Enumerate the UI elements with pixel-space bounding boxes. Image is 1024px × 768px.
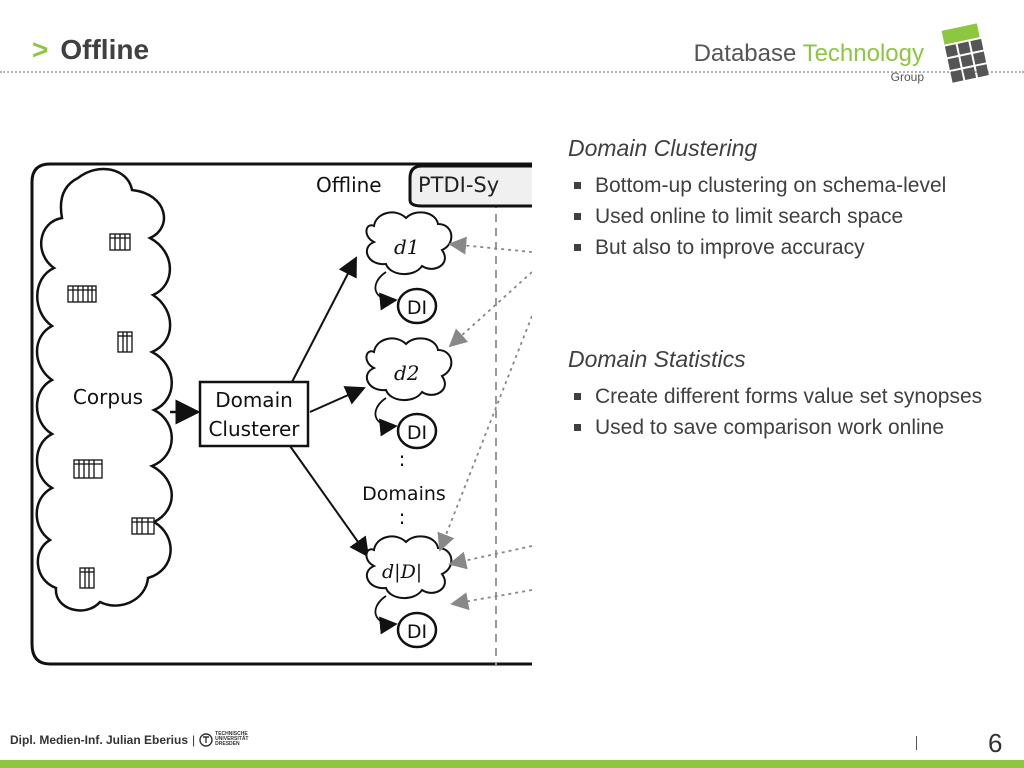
domain1-label: d1	[394, 235, 420, 259]
offline-frame	[30, 162, 532, 666]
corpus-cloud	[35, 167, 173, 612]
clusterer-to-domain1-arrow	[291, 256, 357, 383]
domain-last-cloud: d|D|	[365, 535, 453, 599]
offline-label: Offline	[316, 173, 382, 197]
tu-dresden-logo: TECHNISCHE UNIVERSITÄT DRESDEN	[199, 731, 249, 747]
bullet-list: Bottom-up clustering on schema-level Use…	[568, 170, 988, 263]
domain2-label: d2	[394, 361, 420, 385]
ptdi-tab	[408, 164, 532, 208]
grid-cube-logo-icon	[941, 23, 989, 83]
tu-line2: UNIVERSITÄT	[215, 736, 249, 742]
footer-divider	[916, 736, 917, 750]
domains-label: Domains	[362, 483, 446, 505]
database-technology-logo: Database Technology Group	[694, 40, 924, 84]
lookup-arrow-5	[450, 589, 532, 611]
table-icon	[67, 285, 97, 303]
section-domain-statistics: Domain Statistics Create different forms…	[568, 343, 988, 443]
clusterer-label-line2: Clusterer	[208, 417, 300, 441]
title-arrow: >	[32, 34, 49, 65]
lookup-arrow-4	[448, 545, 532, 570]
tu-dresden-logo-icon	[199, 732, 213, 747]
logo-word-group: Group	[890, 70, 924, 84]
domain1-cloud: d1	[365, 211, 453, 275]
domain1-to-di-arrow	[374, 271, 398, 311]
lookup-arrow-3	[437, 315, 532, 552]
bullet-item: Bottom-up clustering on schema-level	[568, 170, 988, 201]
table-icon	[117, 331, 133, 353]
footer-accent-bar	[0, 760, 1024, 768]
bullet-item: Used online to limit search space	[568, 201, 988, 232]
domain2-to-di-arrow	[374, 397, 398, 437]
offline-diagram: Offline PTDI-Sy Corpus Domain Clustere	[30, 162, 532, 666]
section-heading: Domain Statistics	[568, 346, 746, 372]
header-divider	[0, 71, 1024, 73]
bullet-item: Create different forms value set synopse…	[568, 381, 988, 412]
tu-line1: TECHNISCHE	[215, 731, 248, 737]
clusterer-to-domain2-arrow	[309, 386, 366, 413]
domain2-cloud: d2	[365, 337, 453, 401]
corpus-label: Corpus	[73, 385, 143, 409]
page-number: 6	[988, 728, 1003, 758]
slide-title-row: > Offline	[32, 30, 149, 70]
di-circle-2	[396, 412, 438, 450]
domain-clusterer-box	[198, 380, 310, 448]
lookup-arrow-2	[448, 271, 532, 348]
footer-author: Dipl. Medien-Inf. Julian Eberius | TECHN…	[10, 732, 249, 747]
di-circle-3	[396, 611, 438, 649]
di-label-3: DI	[407, 621, 427, 643]
di-label-1: DI	[407, 297, 427, 319]
vdots-bottom: :	[399, 505, 406, 529]
clusterer-to-domain-last-arrow	[289, 445, 370, 558]
bullet-item: Used to save comparison work online	[568, 412, 988, 443]
di-circle-1	[396, 287, 438, 325]
table-icon	[109, 233, 131, 251]
logo-word-database: Database	[693, 40, 797, 67]
content-text: Domain Clustering Bottom-up clustering o…	[568, 132, 988, 443]
author-name: Dipl. Medien-Inf. Julian Eberius	[10, 732, 189, 747]
table-icon	[131, 517, 155, 535]
slide-title: Offline	[60, 34, 150, 65]
tu-line3: DRESDEN	[215, 741, 240, 747]
clusterer-label-line1: Domain	[215, 388, 293, 412]
ptdi-label: PTDI-Sy	[418, 173, 499, 197]
lookup-arrow-1	[448, 236, 532, 255]
domain-last-label: d|D|	[382, 561, 422, 583]
section-heading: Domain Clustering	[568, 135, 758, 161]
section-domain-clustering: Domain Clustering Bottom-up clustering o…	[568, 132, 988, 263]
domain-last-to-di-arrow	[374, 595, 398, 635]
di-label-2: DI	[407, 422, 427, 444]
vdots-top: :	[399, 447, 406, 471]
footer-separator: |	[192, 732, 196, 747]
table-icon	[73, 459, 103, 479]
bullet-list: Create different forms value set synopse…	[568, 381, 988, 443]
table-icon	[79, 567, 95, 589]
bullet-item: But also to improve accuracy	[568, 232, 988, 263]
logo-word-technology: Technology	[802, 40, 924, 67]
